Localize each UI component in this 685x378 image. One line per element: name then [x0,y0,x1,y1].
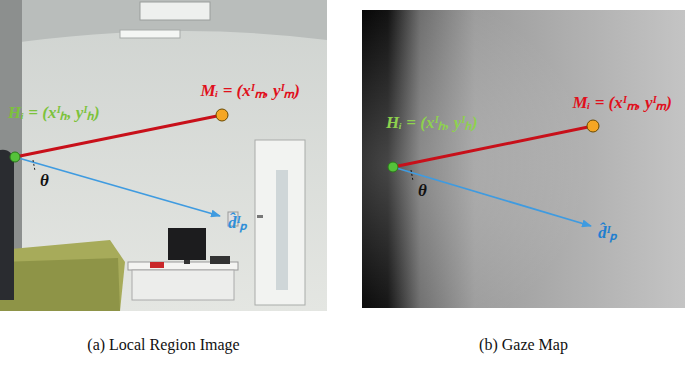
head-position-label: Hᵢ = (xᴵₕ, yᴵₕ) [386,114,478,133]
mouse-position-label: Mᵢ = (xᴵₘ, yᴵₘ) [200,82,300,101]
panel-caption: (b) Gaze Map [342,336,685,354]
angle-label: θ [40,172,49,191]
gaze-map-glow [362,10,685,308]
gaze-direction-arrow [393,167,591,226]
angle-label: θ [418,182,427,201]
gaze-direction-arrow [15,157,220,216]
mouse-point [216,109,228,121]
gaze-map-panel: (b) Gaze Map [362,10,685,308]
head-point [10,152,20,162]
head-point [388,162,398,172]
gaze-map [362,10,685,308]
head-position-label: Hᵢ = (xᴵₕ, yᴵₕ) [8,104,100,123]
angle-mark [411,170,413,181]
local-region-panel: (a) Local Region Image [0,0,327,311]
mouse-point [587,120,599,132]
room-photo [0,0,327,311]
gaze-vector-label: d̂ᴵₚ [228,214,247,233]
panel-caption: (a) Local Region Image [0,336,347,354]
angle-mark [33,160,35,171]
mouse-position-label: Mᵢ = (xᴵₘ, yᴵₘ) [572,94,672,113]
head-to-mouse-line [393,126,593,167]
gaze-vector-label: d̂ᴵₚ [598,224,617,243]
